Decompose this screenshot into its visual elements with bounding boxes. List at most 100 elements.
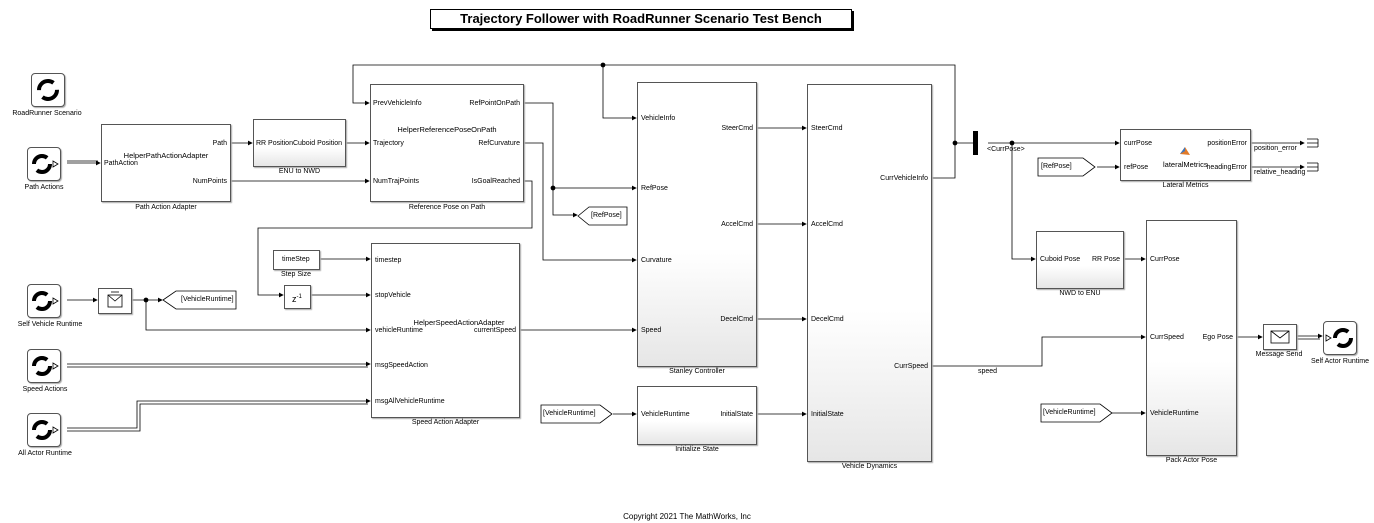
unit-delay-label: z-1 <box>292 294 302 304</box>
port-refcurvature: RefCurvature <box>478 140 520 147</box>
stanley-controller-block[interactable]: VehicleInfo RefPose Curvature Speed Stee… <box>637 82 757 367</box>
port-isgoalreached: IsGoalReached <box>471 178 520 185</box>
pack-actor-pose-block[interactable]: CurrPose CurrSpeed VehicleRuntime Ego Po… <box>1146 220 1237 456</box>
port-refpose-lm: refPose <box>1124 164 1149 171</box>
nwd-to-enu-caption: NWD to ENU <box>1059 290 1101 297</box>
port-numpoints: NumPoints <box>192 178 227 185</box>
port-currpose-lm: currPose <box>1124 140 1153 147</box>
unit-delay-block[interactable]: z-1 <box>284 285 311 309</box>
path-action-adapter-block[interactable]: HelperPathActionAdapter PathAction Path … <box>101 124 231 202</box>
message-send-caption: Message Send <box>1255 351 1303 358</box>
path-actions-block[interactable] <box>27 147 61 181</box>
goto-vehicleruntime-tag[interactable] <box>162 290 238 310</box>
lateral-metrics-block[interactable]: currPose refPose positionError headingEr… <box>1120 129 1251 181</box>
port-pathaction: PathAction <box>104 160 138 167</box>
nwd-to-enu-block[interactable]: Cuboid Pose RR Pose <box>1036 231 1124 289</box>
port-currentspeed: currentSpeed <box>473 327 516 334</box>
copyright-text: Copyright 2021 The MathWorks, Inc <box>623 512 751 521</box>
port-vd-initialstate: InitialState <box>811 411 844 418</box>
envelope-icon <box>107 291 123 308</box>
speed-signal-label: speed <box>978 368 998 375</box>
roadrunner-icon <box>1325 328 1353 348</box>
port-pack-currspeed: CurrSpeed <box>1150 334 1184 341</box>
goto-refpose-label: [RefPose] <box>591 212 622 219</box>
self-actor-runtime-block[interactable] <box>1323 321 1357 355</box>
port-rr-pose: RR Pose <box>1091 256 1120 263</box>
initialize-state-caption: Initialize State <box>675 446 719 453</box>
path-action-adapter-caption: Path Action Adapter <box>135 204 197 211</box>
path-action-adapter-name: HelperPathActionAdapter <box>123 151 209 160</box>
receive-block[interactable] <box>98 288 132 314</box>
port-numtrajpoints: NumTrajPoints <box>373 178 420 185</box>
from-vehicleruntime-label-2: [VehicleRuntime] <box>1043 409 1096 416</box>
port-msgallvehicleruntime: msgAllVehicleRuntime <box>375 398 445 405</box>
self-vehicle-runtime-block[interactable] <box>27 284 61 318</box>
port-cuboid-pose: Cuboid Pose <box>1040 256 1081 263</box>
port-accelcmd: AccelCmd <box>721 221 753 228</box>
pack-actor-pose-caption: Pack Actor Pose <box>1165 457 1218 464</box>
all-actor-runtime-block[interactable] <box>27 413 61 447</box>
port-pack-vehicleruntime: VehicleRuntime <box>1150 410 1199 417</box>
stanley-controller-caption: Stanley Controller <box>669 368 725 375</box>
port-stopvehicle: stopVehicle <box>375 292 411 299</box>
port-cuboid-position: Cuboid Position <box>292 140 342 147</box>
self-actor-runtime-caption: Self Actor Runtime <box>1311 358 1369 365</box>
enu-to-nwd-block[interactable]: RR Position Cuboid Position <box>253 119 346 167</box>
port-timestep: timestep <box>375 257 402 264</box>
port-vd-steercmd: SteerCmd <box>811 125 843 132</box>
port-pack-currpose: CurrPose <box>1150 256 1180 263</box>
from-vehicleruntime-label-1: [VehicleRuntime] <box>543 410 596 417</box>
port-speed: Speed <box>641 327 662 334</box>
port-vd-accelcmd: AccelCmd <box>811 221 843 228</box>
port-headingerror: headingError <box>1206 164 1247 171</box>
matlab-logo-icon <box>1180 147 1190 155</box>
roadrunner-scenario-caption: RoadRunner Scenario <box>12 110 82 117</box>
roadrunner-icon <box>32 154 59 174</box>
port-steercmd: SteerCmd <box>721 125 753 132</box>
speed-action-adapter-block[interactable]: HelperSpeedActionAdapter timestep stopVe… <box>371 243 520 418</box>
from-refpose-label: [RefPose] <box>1041 163 1072 170</box>
port-vehicleruntime: vehicleRuntime <box>375 327 423 334</box>
all-actor-runtime-caption: All Actor Runtime <box>18 450 72 457</box>
enu-to-nwd-caption: ENU to NWD <box>278 168 321 175</box>
port-currvehicleinfo: CurrVehicleInfo <box>880 175 928 182</box>
roadrunner-icon <box>37 79 59 101</box>
position-error-label: position_error <box>1254 145 1297 152</box>
port-msgspeedaction: msgSpeedAction <box>375 362 428 369</box>
envelope-icon <box>1270 330 1290 344</box>
port-currspeed: CurrSpeed <box>894 363 928 370</box>
vehicle-dynamics-block[interactable]: SteerCmd AccelCmd DecelCmd InitialState … <box>807 84 932 462</box>
port-positionerror: positionError <box>1207 140 1247 147</box>
port-prevvehicleinfo: PrevVehicleInfo <box>373 100 422 107</box>
vehicle-dynamics-caption: Vehicle Dynamics <box>841 463 898 470</box>
port-ego-pose: Ego Pose <box>1202 334 1233 341</box>
port-curvature: Curvature <box>641 257 672 264</box>
relative-heading-label: relative_heading <box>1254 169 1306 176</box>
roadrunner-icon <box>32 420 59 440</box>
step-size-caption: Step Size <box>281 271 311 278</box>
from-vehicleruntime-tag-2[interactable] <box>1040 403 1114 423</box>
initialize-state-block[interactable]: VehicleRuntime InitialState <box>637 386 757 445</box>
port-vehicleinfo: VehicleInfo <box>641 115 676 122</box>
speed-actions-caption: Speed Actions <box>22 386 68 393</box>
diagram-title: Trajectory Follower with RoadRunner Scen… <box>430 9 852 29</box>
roadrunner-icon <box>32 291 59 311</box>
port-refpose: RefPose <box>641 185 668 192</box>
port-init-vehicleruntime: VehicleRuntime <box>641 411 690 418</box>
currpose-signal-label: <CurrPose> <box>987 146 1025 153</box>
from-vehicleruntime-tag-1[interactable] <box>540 404 614 424</box>
speed-actions-block[interactable] <box>27 349 61 383</box>
message-send-block[interactable] <box>1263 324 1297 350</box>
step-size-block[interactable]: timeStep <box>273 250 320 270</box>
reference-pose-on-path-block[interactable]: HelperReferencePoseOnPath PrevVehicleInf… <box>370 84 524 202</box>
self-vehicle-runtime-caption: Self Vehicle Runtime <box>17 321 83 328</box>
roadrunner-scenario-block[interactable] <box>31 73 65 107</box>
path-actions-caption: Path Actions <box>24 184 64 191</box>
port-decelcmd: DecelCmd <box>720 316 753 323</box>
reference-pose-caption: Reference Pose on Path <box>408 204 486 211</box>
from-refpose-tag[interactable] <box>1037 157 1097 177</box>
goto-refpose-tag[interactable] <box>577 206 629 226</box>
port-vd-decelcmd: DecelCmd <box>811 316 844 323</box>
speed-action-adapter-name: HelperSpeedActionAdapter <box>413 318 505 327</box>
lateral-metrics-name: lateralMetrics <box>1163 160 1208 169</box>
